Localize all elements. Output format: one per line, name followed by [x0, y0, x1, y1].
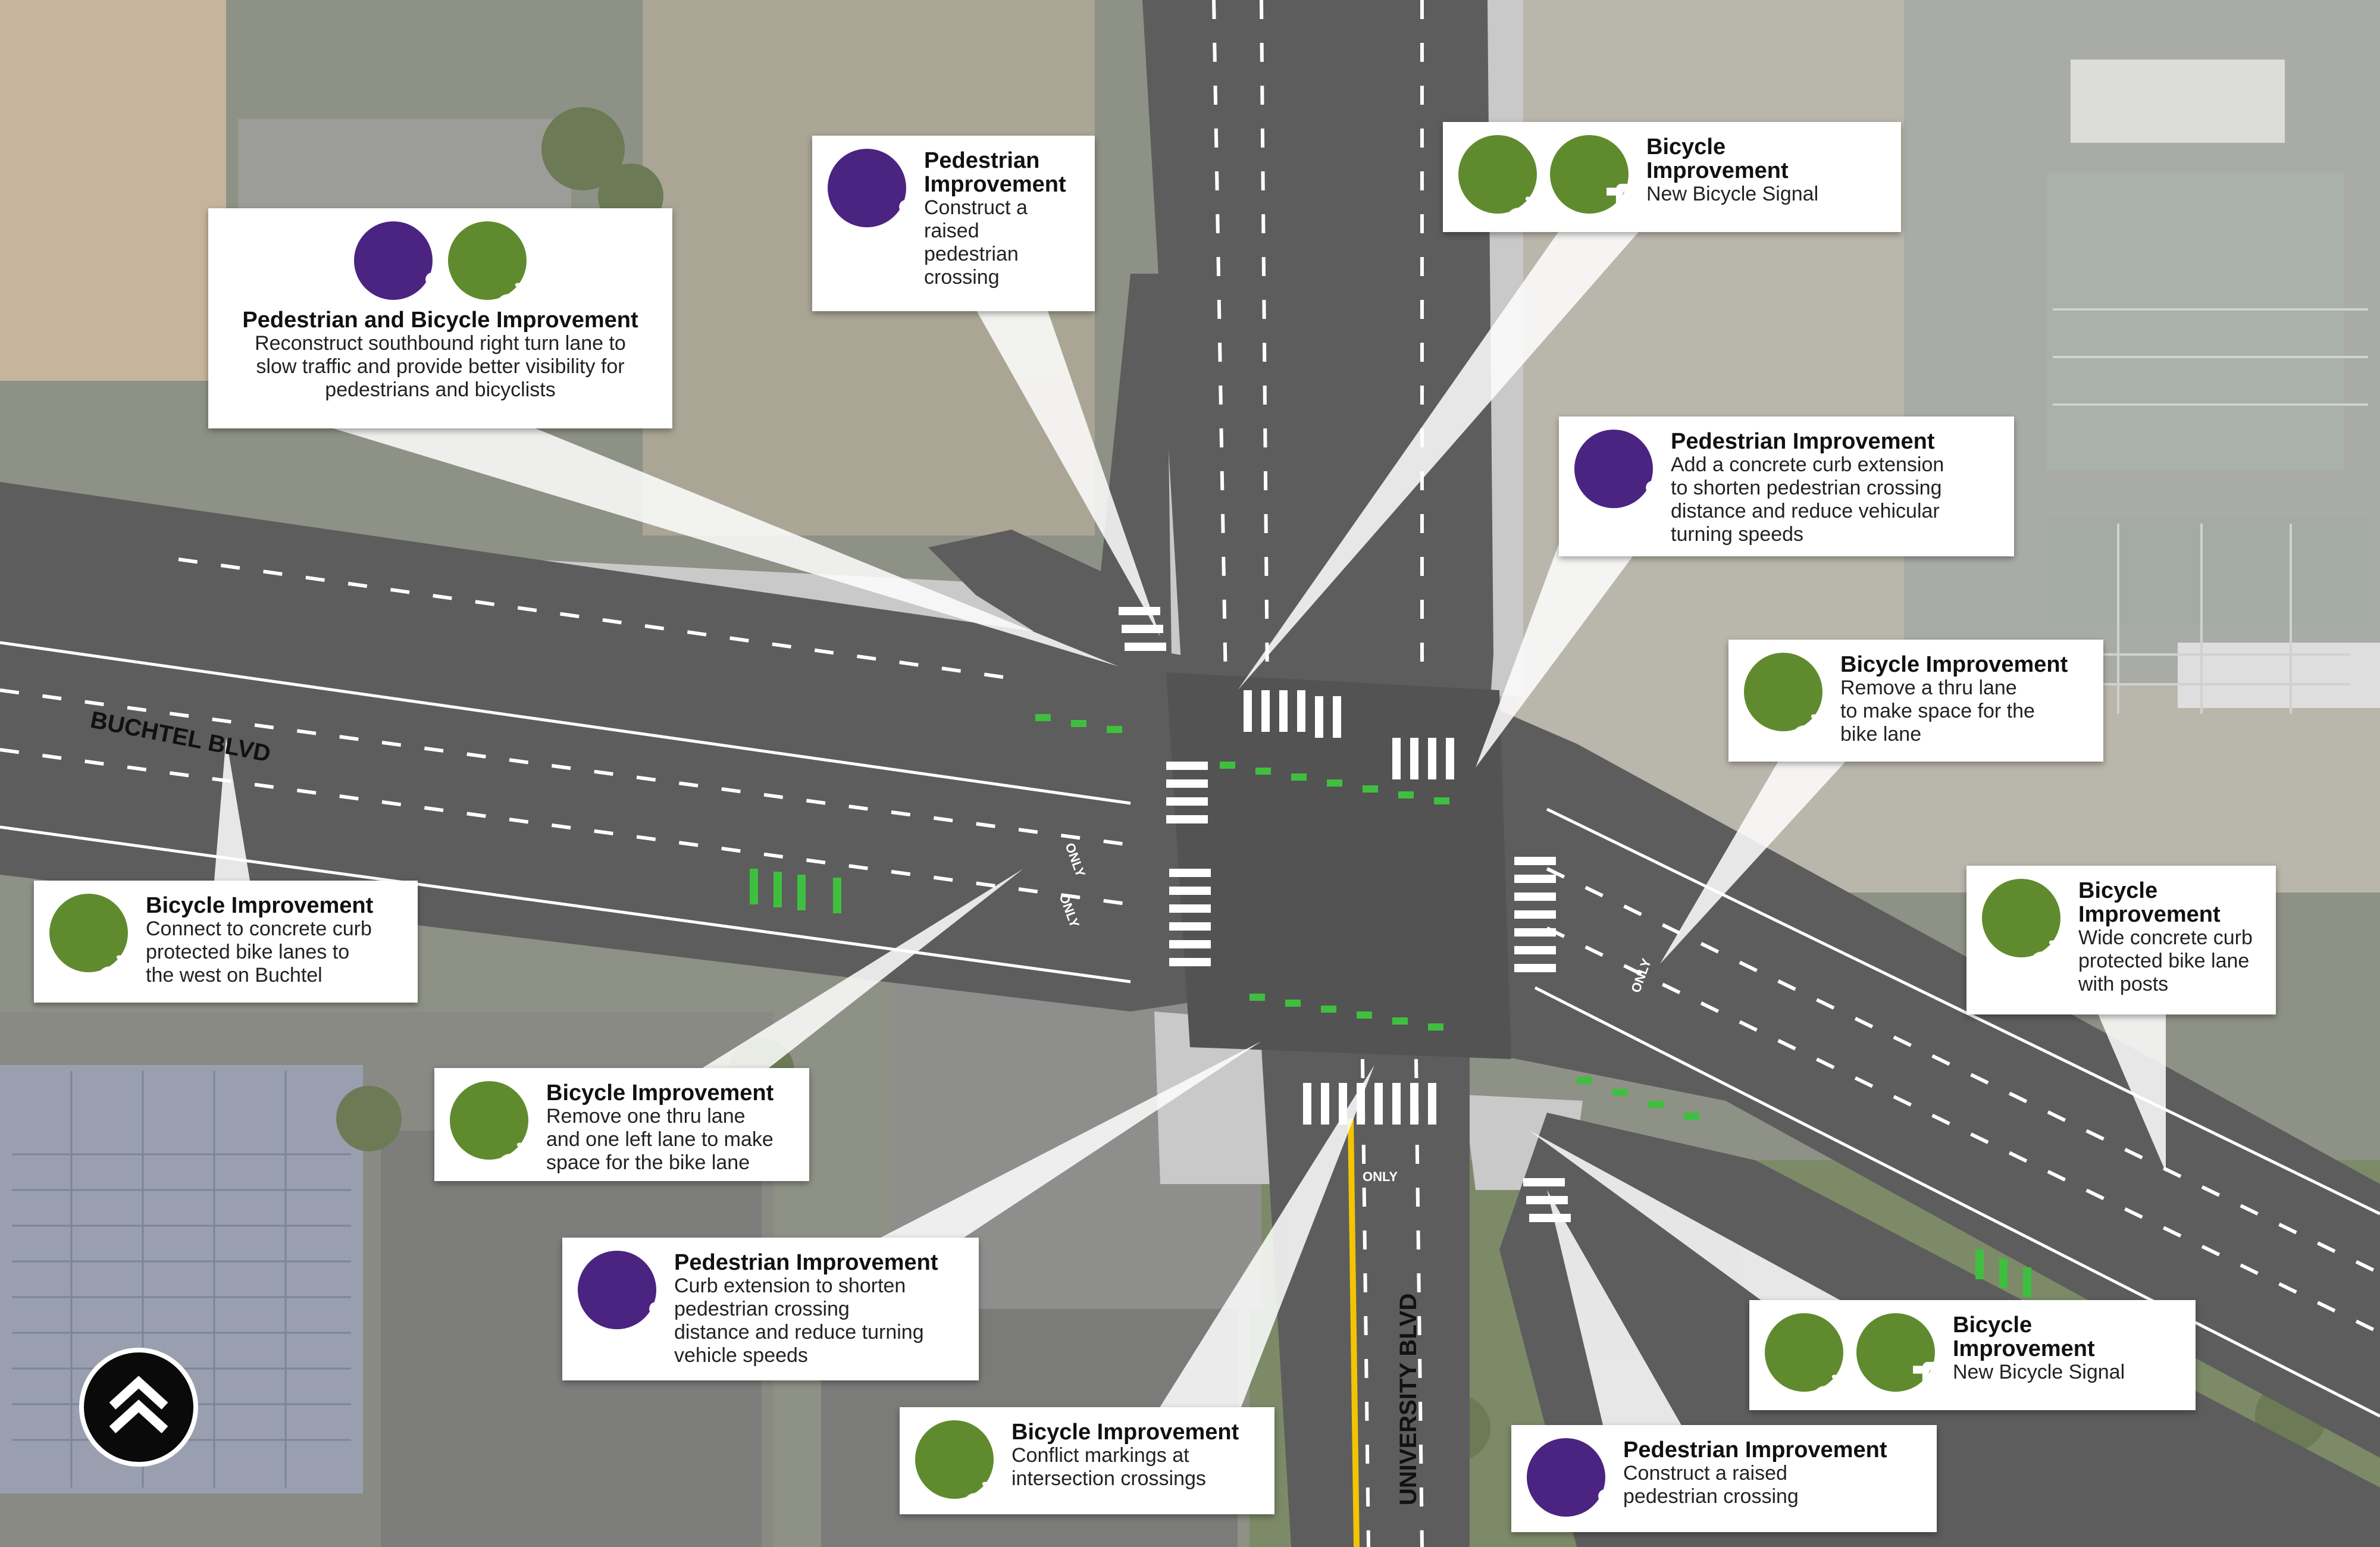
callout-bike-wide-curb: Bicycle Improvement Wide concrete curb p… [1966, 866, 2276, 1014]
callout-title-line: Improvement [2078, 902, 2221, 927]
callout-ped-bike-right-turn: Pedestrian and Bicycle Improvement Recon… [208, 208, 672, 428]
callout-title: Pedestrian Improvement [1671, 429, 1935, 454]
bicycle-icon [1458, 135, 1537, 214]
callout-title-line: Pedestrian [924, 148, 1040, 173]
callout-desc-line: with posts [2078, 973, 2169, 995]
north-arrow-icon [109, 1376, 168, 1433]
pedestrian-icon [828, 149, 906, 227]
callout-desc-line: pedestrians and bicyclists [325, 378, 556, 401]
callout-desc-line: distance and reduce vehicular [1671, 500, 1940, 522]
lane-marking-only: ONLY [1363, 1169, 1398, 1184]
bicycle-signal-icon [1856, 1313, 1935, 1392]
callout-desc-line: crossing [924, 266, 1000, 289]
callout-ped-raised-crossing-se: Pedestrian Improvement Construct a raise… [1511, 1425, 1937, 1532]
callout-desc-line: Curb extension to shorten [674, 1274, 906, 1297]
bicycle-icon [1744, 653, 1822, 731]
callout-ped-raised-crossing: Pedestrian Improvement Construct a raise… [812, 136, 1095, 311]
callout-desc-line: intersection crossings [1012, 1467, 1206, 1490]
callout-ped-curb-extension-sw: Pedestrian Improvement Curb extension to… [562, 1238, 979, 1380]
callout-desc-line: raised [924, 220, 979, 242]
bicycle-icon [49, 894, 128, 972]
callout-title-line: Improvement [1953, 1336, 2095, 1361]
callout-desc-line: Remove a thru lane [1840, 677, 2017, 699]
callout-desc-line: vehicle speeds [674, 1344, 808, 1367]
callout-title: Pedestrian Improvement [1623, 1438, 1887, 1463]
callout-desc-line: pedestrian crossing [1623, 1485, 1799, 1508]
callout-desc-line: slow traffic and provide better visibili… [256, 355, 625, 378]
pedestrian-icon [1527, 1438, 1605, 1517]
north-arrow [79, 1348, 198, 1467]
callout-desc-line: Construct a [924, 196, 1028, 219]
callout-ped-curb-extension-ne: Pedestrian Improvement Add a concrete cu… [1559, 416, 2014, 556]
street-name-university: UNIVERSITY BLVD [1395, 1294, 1421, 1505]
callout-desc-line: Connect to concrete curb [146, 917, 372, 940]
callout-desc-line: space for the bike lane [546, 1151, 750, 1174]
callout-desc-line: New Bicycle Signal [1646, 183, 1819, 205]
callout-bike-signal-south: Bicycle Improvement New Bicycle Signal [1749, 1300, 2196, 1410]
callout-desc-line: Construct a raised [1623, 1462, 1787, 1485]
callout-desc-line: and one left lane to make [546, 1128, 774, 1151]
callout-desc-line: Add a concrete curb extension [1671, 453, 1944, 476]
callout-title-line: Bicycle [1953, 1313, 2033, 1338]
callout-desc-line: the west on Buchtel [146, 964, 322, 987]
callout-desc-line: protected bike lane [2078, 950, 2250, 972]
callout-desc-line: protected bike lanes to [146, 941, 350, 963]
callout-bike-signal-north: Bicycle Improvement New Bicycle Signal [1443, 122, 1901, 232]
callout-title-line: Bicycle [2078, 878, 2158, 903]
callout-title: Pedestrian and Bicycle Improvement [242, 308, 638, 333]
callout-desc-line: New Bicycle Signal [1953, 1361, 2125, 1383]
callout-desc-line: Conflict markings at [1012, 1444, 1189, 1467]
pedestrian-icon [354, 221, 433, 300]
pedestrian-icon [578, 1251, 656, 1329]
bicycle-icon [1982, 879, 2060, 957]
callout-desc-line: turning speeds [1671, 523, 1804, 546]
callout-title: Bicycle Improvement [1012, 1420, 1239, 1445]
callout-title: Bicycle Improvement [546, 1081, 774, 1106]
callout-desc-line: to shorten pedestrian crossing [1671, 477, 1942, 499]
callout-desc-line: pedestrian [924, 243, 1019, 265]
callout-title-line: Bicycle [1646, 134, 1726, 159]
callout-desc-line: bike lane [1840, 723, 1922, 746]
callout-title: Bicycle Improvement [1840, 652, 2068, 677]
callout-desc-line: Remove one thru lane [546, 1105, 746, 1128]
pedestrian-icon [1574, 430, 1653, 508]
callout-title: Bicycle Improvement [146, 893, 374, 918]
callout-bike-connect-west: Bicycle Improvement Connect to concrete … [34, 881, 418, 1003]
bicycle-icon [448, 221, 527, 300]
callout-title-line: Improvement [924, 172, 1066, 197]
callout-desc-line: distance and reduce turning [674, 1321, 924, 1344]
bicycle-icon [915, 1420, 994, 1499]
bicycle-signal-icon [1550, 135, 1629, 214]
bicycle-icon [1765, 1313, 1843, 1392]
callout-desc-line: Wide concrete curb [2078, 926, 2253, 949]
callout-bike-remove-thru-lane: Bicycle Improvement Remove a thru lane t… [1728, 640, 2103, 762]
callout-title: Pedestrian Improvement [674, 1250, 938, 1275]
callout-bike-conflict-markings: Bicycle Improvement Conflict markings at… [900, 1407, 1274, 1514]
callout-desc-line: pedestrian crossing [674, 1298, 850, 1320]
bicycle-icon [450, 1081, 528, 1160]
callout-desc-line: Reconstruct southbound right turn lane t… [255, 332, 626, 355]
callout-title-line: Improvement [1646, 158, 1789, 183]
callout-bike-remove-lanes: Bicycle Improvement Remove one thru lane… [434, 1068, 809, 1181]
callout-desc-line: to make space for the [1840, 700, 2035, 722]
